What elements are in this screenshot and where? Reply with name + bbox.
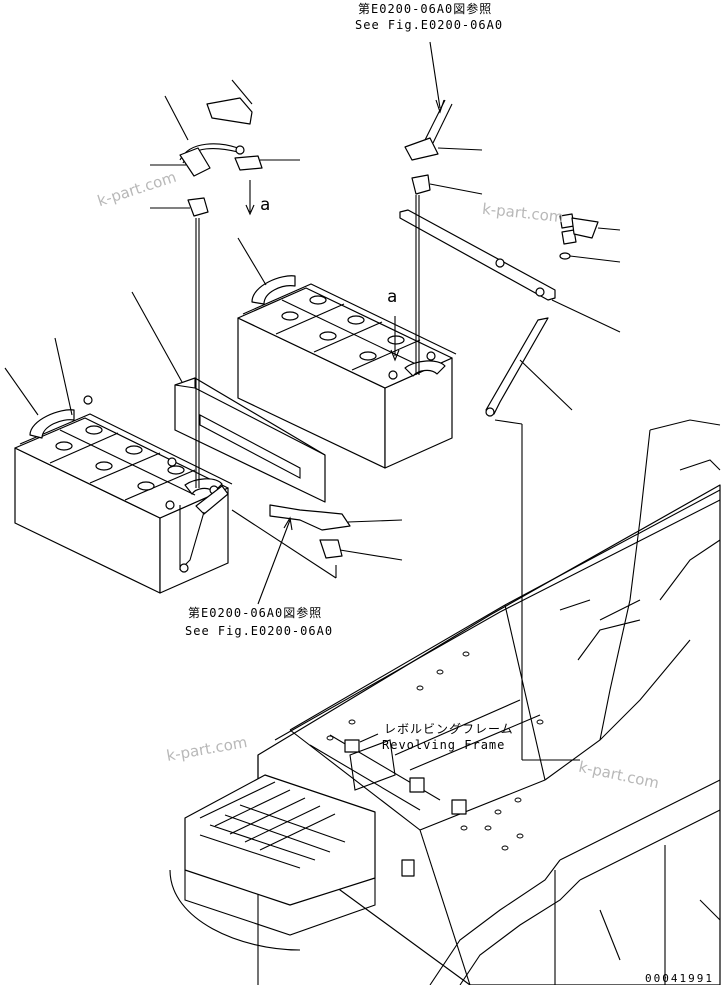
frame-label-en: Revolving Frame — [382, 738, 506, 752]
reference-top-jp: 第E0200-06A0図参照 — [358, 2, 493, 16]
view-mark-lower: a — [387, 287, 399, 307]
battery-upper — [237, 275, 457, 469]
leader-lines — [4, 41, 621, 761]
reference-top-en: See Fig.E0200-06A0 — [355, 18, 504, 32]
battery-hold-bar — [399, 209, 556, 417]
frame-label-jp: レボルビングフレーム — [384, 722, 514, 736]
insulator-plate — [174, 377, 326, 503]
reference-bottom-jp: 第E0200-06A0図参照 — [188, 606, 323, 620]
revolving-frame — [169, 419, 721, 985]
cables — [179, 97, 599, 573]
figure-number: 00041991 — [645, 972, 714, 985]
reference-bottom-en: See Fig.E0200-06A0 — [185, 624, 334, 638]
battery-left — [14, 395, 233, 594]
view-mark-upper: a — [260, 195, 272, 215]
